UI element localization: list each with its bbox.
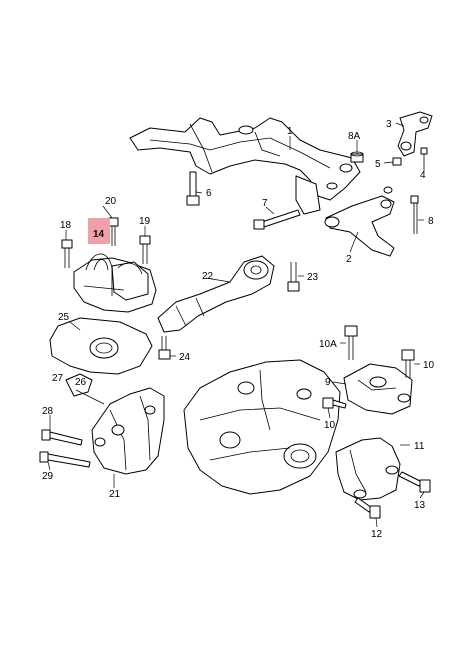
callout-6: 6 [206,188,212,199]
callout-8a: 8A [348,131,361,142]
callout-labels: 1 2 3 4 5 6 7 8 8A 14 18 19 20 22 23 24 … [42,119,435,540]
callout-4: 4 [420,170,426,181]
bracket-3 [397,111,433,157]
bolt-13 [398,471,431,493]
callout-10-left: 10 [324,420,336,431]
bolt-18 [61,239,73,268]
callout-10a: 10A [319,339,337,350]
callout-29: 29 [42,471,54,482]
callout-9: 9 [325,377,331,388]
bolt-29 [39,451,91,468]
callout-21: 21 [109,489,121,500]
highlight-box [88,218,110,244]
callout-19: 19 [139,216,151,227]
callout-13: 13 [414,500,426,511]
bolt-28 [41,429,83,446]
callout-28: 28 [42,406,54,417]
bolt-10a [344,325,358,360]
callout-18: 18 [60,220,72,231]
bolt-4 [420,147,428,168]
bracket-11 [335,437,401,501]
bolt-8 [410,195,419,234]
callout-5: 5 [375,159,381,170]
bolt-19 [139,235,151,264]
callout-22: 22 [202,271,214,282]
gearbox-mount-9 [343,363,413,415]
callout-14: 14 [93,229,105,240]
subframe [129,117,361,215]
callout-10-right: 10 [423,360,435,371]
pendulum-support-22 [157,255,275,333]
bolt-23 [287,262,300,292]
callout-27: 27 [52,373,64,384]
engine-mount-14 [73,253,157,313]
control-arm [324,186,395,257]
nut-5 [392,157,402,166]
callout-11: 11 [414,441,425,452]
leader-lines [47,122,425,528]
callout-12: 12 [371,529,383,540]
heat-shield-25 [49,317,153,375]
bolt-7 [253,209,301,230]
callout-24: 24 [179,352,191,363]
gearbox [183,359,341,495]
bolt-24 [158,336,171,360]
bolt-6 [186,171,200,206]
callout-3: 3 [386,119,392,130]
bolt-12 [354,497,381,519]
callout-23: 23 [307,272,319,283]
callout-7: 7 [262,198,268,209]
bolt-10-right [401,349,415,378]
callout-25: 25 [58,312,70,323]
callout-8: 8 [428,216,434,227]
callout-2: 2 [346,254,352,265]
callout-26: 26 [75,377,87,388]
callout-20: 20 [105,196,117,207]
bracket-27 [65,373,93,397]
callout-1: 1 [287,126,293,137]
gearbox-bracket [91,387,165,475]
bolt-20 [108,217,119,246]
